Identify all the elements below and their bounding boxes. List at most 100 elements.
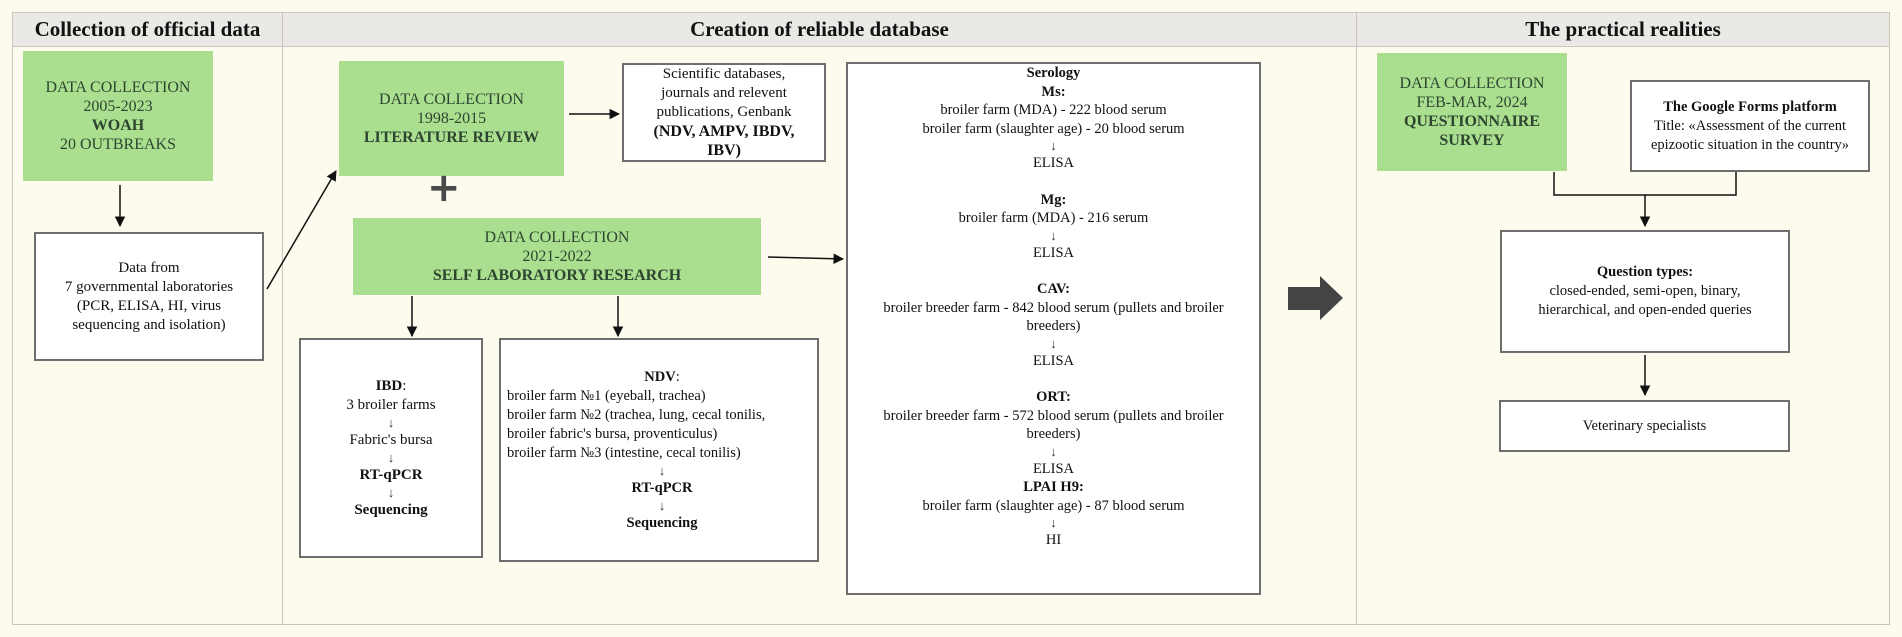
serology-cav-title: CAV: — [1036, 281, 1071, 297]
serology-lpai-line1: broiler farm (slaughter age) - 87 blood … — [922, 497, 1185, 514]
sources-line4: (NDV, AMPV, IBDV, — [653, 123, 795, 140]
serology-ms-test: ELISA — [1032, 155, 1075, 171]
question-types-line1: closed-ended, semi-open, binary, — [1549, 283, 1741, 299]
serology-lpai-title: LPAI H9: — [1023, 479, 1084, 495]
gov-labs-line3: (PCR, ELISA, HI, virus — [76, 297, 222, 314]
ndv-title-line: NDV: — [644, 368, 679, 387]
serology-ms-title: Ms: — [1041, 83, 1066, 100]
serology-box: Serology Ms: broiler farm (MDA) - 222 bl… — [846, 62, 1261, 595]
ndv-line4: broiler farm №3 (intestine, cecal tonili… — [507, 444, 741, 461]
sources-line3: publications, Genbank — [656, 104, 792, 120]
question-types-line2: hierarchical, and open-ended queries — [1538, 302, 1752, 318]
ndv-title: NDV — [644, 368, 676, 385]
ibd-title-colon: : — [402, 377, 407, 394]
serology-lpai-arrow: ↓ — [1050, 515, 1057, 530]
serology-ort-line2: breeders) — [1026, 426, 1081, 442]
veterinary-specialists-label: Veterinary specialists — [1582, 417, 1707, 434]
ndv-title-colon: : — [675, 368, 680, 385]
question-types-title: Question types: — [1596, 264, 1694, 280]
ndv-content: NDV: broiler farm №1 (eyeball, trachea) … — [501, 368, 817, 533]
literature-box: DATA COLLECTION 1998-2015 LITERATURE REV… — [339, 61, 564, 176]
ndv-arrow-1: ↓ — [658, 462, 666, 478]
serology-ort-arrow: ↓ — [1050, 443, 1057, 459]
column-practical: The practical realities — [1356, 12, 1890, 625]
questionnaire-line3: QUESTIONNAIRE — [1403, 113, 1541, 130]
woah-line3: WOAH — [91, 117, 145, 134]
serology-mg-test: ELISA — [1032, 244, 1075, 261]
serology-cav-line2: breeders) — [1026, 318, 1081, 334]
ndv-arrow-2: ↓ — [658, 497, 666, 513]
google-forms-title: The Google Forms platform — [1663, 98, 1837, 115]
ndv-line6: Sequencing — [626, 514, 698, 531]
questionnaire-line2: FEB-MAR, 2024 — [1416, 94, 1528, 111]
ibd-arrow-3: ↓ — [387, 484, 395, 500]
question-types-box: Question types: closed-ended, semi-open,… — [1500, 230, 1790, 353]
gov-labs-box: Data from 7 governmental laboratories (P… — [34, 232, 264, 361]
woah-box: DATA COLLECTION 2005-2023 WOAH 20 OUTBRE… — [23, 51, 213, 181]
questionnaire-line4: SURVEY — [1439, 132, 1505, 149]
gov-labs-line4: sequencing and isolation) — [72, 316, 226, 333]
serology-mg-line1: broiler farm (MDA) - 216 serum — [958, 210, 1149, 226]
ndv-line1: broiler farm №1 (eyeball, trachea) — [507, 387, 706, 404]
serology-lpai-test: HI — [1045, 532, 1062, 548]
serology-mg-arrow: ↓ — [1050, 227, 1057, 243]
self-lab-line1: DATA COLLECTION — [484, 229, 630, 246]
serology-ort-test: ELISA — [1032, 460, 1075, 477]
ibd-title-line: IBD: — [376, 377, 407, 396]
google-forms-box: The Google Forms platform Title: «Assess… — [1630, 80, 1870, 172]
literature-line3: LITERATURE REVIEW — [363, 129, 540, 146]
serology-cav-test: ELISA — [1032, 352, 1075, 369]
arrow-labs-to-literature — [266, 170, 337, 290]
serology-ms-line1: broiler farm (MDA) - 222 blood serum — [940, 102, 1167, 118]
ibd-box: IBD: 3 broiler farms ↓ Fabric's bursa ↓ … — [299, 338, 483, 558]
plus-sign: + — [427, 165, 461, 211]
serology-ms-line2: broiler farm (slaughter age) - 20 blood … — [922, 120, 1185, 137]
ibd-arrow-2: ↓ — [387, 449, 395, 465]
google-forms-line2: epizootic situation in the country» — [1650, 136, 1850, 153]
self-lab-line2: 2021-2022 — [522, 248, 592, 265]
serology-ms-arrow: ↓ — [1050, 138, 1057, 153]
ndv-line3: broiler fabric's bursa, proventiculus) — [507, 425, 718, 442]
ibd-line1: 3 broiler farms — [346, 396, 436, 413]
questionnaire-line1: DATA COLLECTION — [1399, 75, 1545, 92]
sources-line1: Scientific databases, — [662, 66, 786, 82]
google-forms-line1: Title: «Assessment of the current — [1654, 117, 1846, 134]
connector-questionnaire-join — [1553, 172, 1737, 196]
column-header-official: Collection of official data — [13, 13, 282, 47]
literature-line2: 1998-2015 — [416, 110, 487, 127]
gov-labs-line2: 7 governmental laboratories — [64, 278, 234, 295]
sources-box: Scientific databases, journals and relev… — [622, 63, 826, 162]
serology-title: Serology — [1026, 65, 1081, 81]
serology-mg-title: Mg: — [1040, 191, 1067, 208]
serology-ort-line1: broiler breeder farm - 572 blood serum (… — [883, 407, 1224, 424]
self-lab-line3: SELF LABORATORY RESEARCH — [432, 267, 682, 284]
ndv-line2: broiler farm №2 (trachea, lung, cecal to… — [507, 406, 766, 423]
column-official: Collection of official data — [12, 12, 283, 625]
questionnaire-box: DATA COLLECTION FEB-MAR, 2024 QUESTIONNA… — [1377, 53, 1567, 171]
ndv-line5: RT-qPCR — [631, 479, 693, 496]
literature-line1: DATA COLLECTION — [379, 91, 524, 108]
serology-cav-line1: broiler breeder farm - 842 blood serum (… — [883, 299, 1224, 316]
ibd-line2: Fabric's bursa — [349, 431, 433, 448]
arrow-selflab-to-serology — [767, 253, 845, 264]
ibd-line3: RT-qPCR — [359, 466, 423, 483]
woah-line1: DATA COLLECTION — [45, 79, 191, 96]
serology-cav-arrow: ↓ — [1050, 335, 1057, 351]
sources-line2: journals and relevent — [661, 85, 787, 101]
column-database: Creation of reliable database — [282, 12, 1357, 625]
sources-line5: IBV) — [707, 142, 741, 159]
ndv-box: NDV: broiler farm №1 (eyeball, trachea) … — [499, 338, 819, 562]
veterinary-specialists-box: Veterinary specialists — [1499, 400, 1790, 452]
column-header-database: Creation of reliable database — [283, 13, 1356, 47]
serology-ort-title: ORT: — [1036, 389, 1071, 405]
woah-line2: 2005-2023 — [83, 98, 153, 115]
ibd-line4: Sequencing — [354, 501, 428, 518]
self-lab-box: DATA COLLECTION 2021-2022 SELF LABORATOR… — [353, 218, 761, 295]
gov-labs-line1: Data from — [118, 259, 180, 276]
column-header-practical: The practical realities — [1357, 13, 1889, 47]
woah-line4: 20 OUTBREAKS — [59, 136, 176, 153]
ibd-arrow-1: ↓ — [387, 414, 395, 430]
big-arrow-right — [1288, 276, 1343, 320]
